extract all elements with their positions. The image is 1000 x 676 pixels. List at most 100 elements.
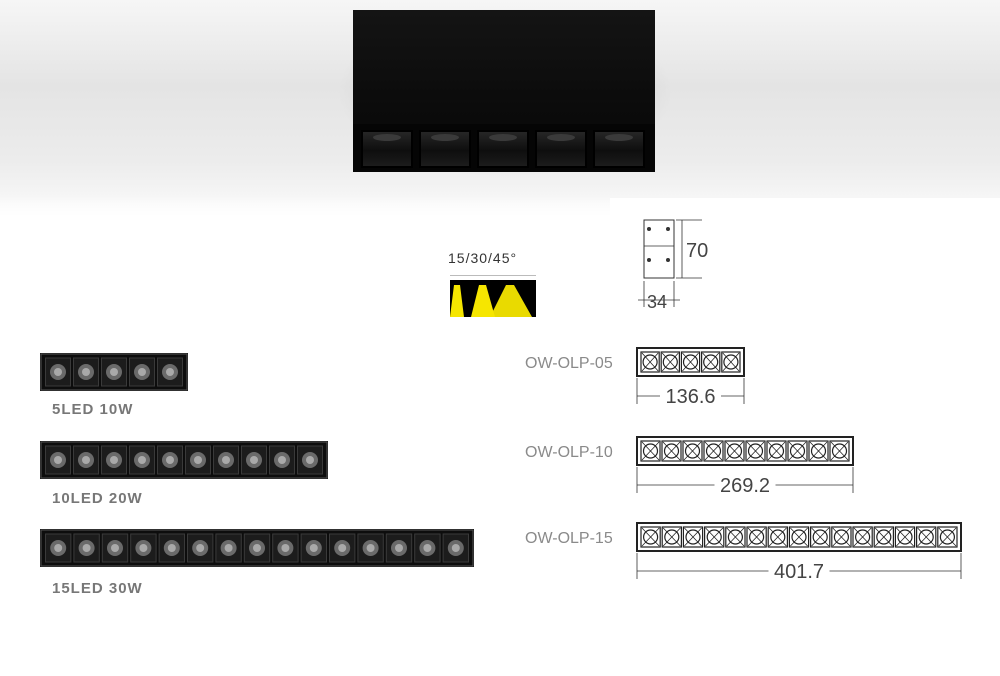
beam-angle-icon	[450, 275, 536, 317]
drawing-led-lens	[810, 443, 827, 459]
drawing-cross	[722, 352, 740, 372]
led-cell	[357, 533, 384, 563]
drawing-cross	[917, 527, 936, 547]
drawing-led-lens	[812, 529, 828, 545]
drawing-led-cell	[808, 440, 829, 462]
hero-fade	[0, 195, 610, 217]
led-core	[366, 544, 375, 552]
drawing-cross	[938, 527, 957, 547]
led-core	[110, 456, 118, 464]
drawing-led-lens	[682, 354, 699, 370]
led-core	[338, 544, 347, 552]
led-core	[82, 544, 91, 552]
led-core	[281, 544, 290, 552]
fixture-led-cell	[477, 130, 529, 168]
drawing-led-lens	[723, 354, 739, 370]
led-bar-photo-5	[40, 353, 188, 391]
drawing-led-lens	[642, 443, 659, 459]
drawing-outline	[636, 436, 854, 466]
drawing-cross	[641, 441, 660, 461]
drawing-cross	[726, 527, 745, 547]
bar-edge	[40, 529, 474, 567]
drawing-led-cell	[682, 526, 704, 548]
drawing-cross	[768, 527, 787, 547]
length-dimension-label: 136.6	[665, 386, 715, 408]
led-core	[54, 544, 63, 552]
led-core	[196, 544, 205, 552]
led-core	[167, 544, 176, 552]
drawing-cross	[662, 441, 681, 461]
drawing-led-cell	[746, 526, 767, 548]
led-power-label-10: 10LED 20W	[52, 490, 143, 507]
drawing-led-cell	[829, 440, 850, 462]
drawing-led-cell	[916, 526, 937, 548]
drawing-led-cell	[682, 440, 703, 462]
drawing-led-cell	[680, 351, 701, 373]
drawing-led-cell	[721, 351, 741, 373]
bar-edge	[40, 353, 188, 391]
length-dimension-label: 269.2	[720, 475, 770, 497]
bar-edge	[40, 441, 328, 479]
drawing-cross	[874, 527, 893, 547]
drawing-led-cell	[640, 351, 660, 373]
drawing-led-lens	[684, 443, 701, 459]
led-core	[423, 544, 432, 552]
drawing-cross	[811, 527, 830, 547]
drawing-led-cell	[725, 526, 746, 548]
drawing-led-cell	[831, 526, 852, 548]
led-core	[138, 456, 146, 464]
drawing-led-cell	[700, 351, 721, 373]
drawing-cross	[705, 527, 724, 547]
led-cell	[300, 533, 328, 563]
drawing-led-cell	[640, 440, 661, 462]
drawing-led-lens	[897, 529, 913, 545]
drawing-cross	[832, 527, 851, 547]
drawing-led-lens	[705, 443, 722, 459]
drawing-led-cell	[703, 526, 725, 548]
dimension-drawing-05: 136.6	[636, 347, 745, 408]
led-core	[82, 368, 90, 376]
drawing-led-cell	[787, 440, 808, 462]
drawing-led-lens	[643, 529, 659, 545]
beam-angle-label: 15/30/45°	[448, 250, 518, 266]
led-core	[309, 544, 318, 552]
led-core	[250, 456, 258, 464]
dimension-drawing-10: 269.2	[636, 436, 854, 497]
drawing-cross	[641, 527, 660, 547]
led-core	[54, 368, 62, 376]
drawing-led-cell	[745, 440, 766, 462]
model-label-05: OW-OLP-05	[525, 355, 613, 372]
led-core	[306, 456, 314, 464]
dimension-label-gap	[714, 479, 776, 491]
led-power-label-5: 5LED 10W	[52, 401, 134, 418]
drawing-cross	[747, 527, 766, 547]
led-core	[54, 456, 62, 464]
drawing-led-lens	[664, 529, 680, 545]
drawing-led-cell	[661, 526, 683, 548]
drawing-cross	[725, 441, 744, 461]
drawing-led-lens	[685, 529, 701, 545]
drawing-led-cell	[788, 526, 810, 548]
side-view-height-dim: 70	[686, 240, 708, 262]
drawing-led-cell	[661, 440, 682, 462]
led-core	[253, 544, 261, 552]
drawing-cross	[853, 527, 872, 547]
drawing-led-lens	[748, 529, 765, 545]
drawing-cross	[767, 441, 786, 461]
drawing-cross	[809, 441, 828, 461]
led-bar-photo-15	[40, 529, 474, 567]
led-core	[110, 368, 118, 376]
led-core	[224, 544, 233, 552]
drawing-cross	[702, 352, 720, 372]
dimension-label-gap	[660, 390, 721, 402]
drawing-led-lens	[939, 529, 955, 545]
fixture-led-cell	[419, 130, 471, 168]
side-view-width-dim: 34	[647, 292, 667, 310]
drawing-led-cell	[724, 440, 745, 462]
model-label-10: OW-OLP-10	[525, 444, 613, 461]
length-dimension-label: 401.7	[774, 561, 824, 583]
drawing-cross	[746, 441, 765, 461]
dimension-drawing-15: 401.7	[636, 522, 962, 583]
drawing-led-lens	[876, 529, 892, 545]
hero-fade-right	[610, 198, 1000, 218]
